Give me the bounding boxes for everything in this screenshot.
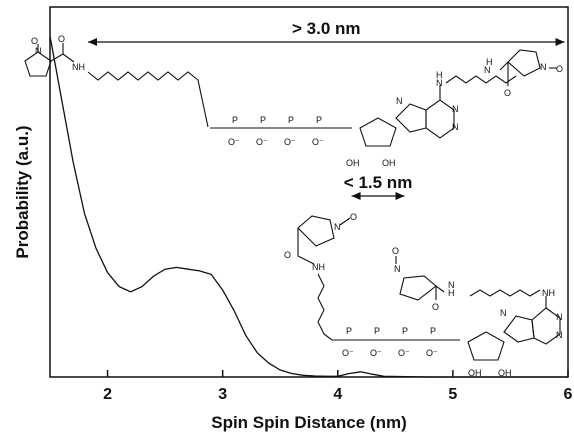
chem-n-b5-label: N: [448, 280, 455, 290]
chem-o-radical-b1-label: O: [350, 212, 357, 222]
chem-p-b1-label: P: [346, 326, 352, 336]
chem-n-adenine-1-label: N: [396, 96, 403, 106]
chem-p-4-label: P: [316, 115, 322, 125]
x-tick-label: 3: [218, 386, 227, 403]
chem-oh-b2-label: OH: [498, 368, 512, 378]
chem-h-label: H: [436, 70, 443, 80]
chem-n-2-label: N: [484, 65, 491, 75]
chem-oh-b1-label: OH: [468, 368, 482, 378]
chem-p-2-label: P: [260, 115, 266, 125]
distance-distribution-line: [49, 36, 568, 378]
chem-n-label: N: [35, 46, 42, 56]
chem-ominus-b2-label: O⁻: [370, 348, 382, 358]
chem-h-b1-label: H: [448, 288, 455, 298]
distance-arrow-head: [395, 192, 405, 200]
chem-n-3-label: N: [540, 62, 547, 72]
chem-n-b4-label: N: [556, 330, 563, 340]
annotation-short-distance: < 1.5 nm: [344, 173, 413, 192]
x-tick-label: 4: [333, 386, 342, 403]
chem-n-b3-label: N: [556, 312, 563, 322]
chem-p-1-label: P: [232, 115, 238, 125]
chem-o-radical-2-label: O: [556, 64, 563, 74]
chem-nh-label: NH: [72, 62, 85, 72]
chem-oh-1-label: OH: [346, 158, 360, 168]
chem-ominus-b4-label: O⁻: [426, 348, 438, 358]
chem-ominus-3-label: O⁻: [284, 137, 296, 147]
chem-ominus-4-label: O⁻: [312, 137, 324, 147]
chem-nh-b2-label: NH: [542, 288, 555, 298]
chem-n-adenine-2-label: N: [452, 104, 459, 114]
chem-o-2-label: O: [504, 88, 511, 98]
chem-ominus-2-label: O⁻: [256, 137, 268, 147]
x-tick-label: 5: [448, 386, 457, 403]
molecule-bottom-structure: N O O NH P P P P O⁻ O⁻ O⁻ O⁻ OH OH N N N…: [284, 212, 563, 378]
chem-o-radical-b2-label: O: [392, 246, 399, 256]
chem-p-b4-label: P: [430, 326, 436, 336]
chem-o-radical-label: O: [31, 36, 38, 46]
annotation-long-distance: > 3.0 nm: [292, 19, 361, 38]
chem-p-3-label: P: [288, 115, 294, 125]
chem-o-b1-label: O: [284, 250, 291, 260]
chem-n-b2-label: N: [500, 308, 507, 318]
molecule-top-structure: O N O NH P P P P O⁻ O⁻ O⁻ O⁻ OH OH N N N…: [24, 34, 563, 168]
chem-o-label: O: [58, 34, 65, 44]
y-axis-title: Probability (a.u.): [13, 125, 32, 258]
chem-nh-b1-label: NH: [312, 262, 325, 272]
x-tick-label: 6: [564, 386, 573, 403]
chem-ominus-b3-label: O⁻: [398, 348, 410, 358]
x-axis-title: Spin Spin Distance (nm): [211, 413, 407, 432]
chem-n-linker-label: N: [436, 78, 443, 88]
distance-arrow-head: [555, 38, 565, 46]
chem-oh-2-label: OH: [382, 158, 396, 168]
x-tick-label: 2: [103, 386, 112, 403]
x-axis-ticks: [106, 370, 569, 377]
chem-p-b2-label: P: [374, 326, 380, 336]
chem-n-b6-label: N: [394, 264, 401, 274]
chem-n-b1-label: N: [334, 222, 341, 232]
distance-arrows: [87, 38, 565, 200]
distance-arrow-head: [351, 192, 361, 200]
chem-h-2-label: H: [486, 57, 493, 67]
x-axis-tick-labels: 2 3 4 5 6: [103, 386, 572, 403]
chem-o-b2-label: O: [432, 302, 439, 312]
chem-ominus-b1-label: O⁻: [342, 348, 354, 358]
plot-frame: [49, 6, 569, 378]
chem-n-adenine-3-label: N: [452, 122, 459, 132]
chem-ominus-1-label: O⁻: [228, 137, 240, 147]
chem-p-b3-label: P: [402, 326, 408, 336]
distance-arrow-head: [87, 38, 97, 46]
